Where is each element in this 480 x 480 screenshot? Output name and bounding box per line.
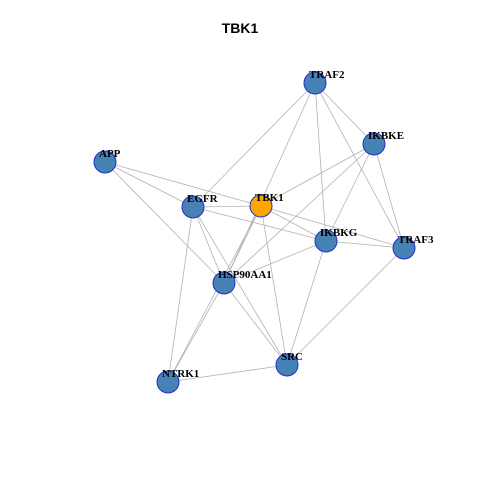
edge-tbk1-hsp90aa1: [223, 205, 262, 284]
edge-ikbkg-traf3: [325, 240, 405, 249]
node-label-ikbke: IKBKE: [368, 130, 404, 142]
edge-traf2-ikbke: [314, 82, 375, 145]
edge-traf3-src: [286, 247, 405, 366]
node-layer: [93, 71, 416, 394]
node-src: [275, 353, 299, 377]
edge-tbk1-ntrk1: [167, 205, 262, 383]
node-app: [93, 150, 117, 174]
edge-app-egfr: [104, 161, 194, 208]
node-tbk1: [249, 194, 273, 218]
node-label-traf3: TRAF3: [398, 234, 434, 246]
edge-ikbke-traf3: [373, 143, 405, 249]
edge-egfr-src: [192, 206, 288, 366]
edge-egfr-ikbkg: [192, 206, 327, 242]
chart-title: TBK1: [221, 20, 259, 36]
node-ikbkg: [314, 229, 338, 253]
node-label-egfr: EGFR: [187, 193, 219, 205]
node-label-tbk1: TBK1: [255, 192, 284, 204]
edge-tbk1-src: [260, 205, 288, 366]
node-traf3: [392, 236, 416, 260]
edge-ikbke-tbk1: [260, 143, 375, 207]
edge-egfr-ntrk1: [167, 206, 194, 383]
node-hsp90aa1: [212, 271, 236, 295]
edge-ikbkg-src: [286, 240, 327, 366]
node-label-traf2: TRAF2: [309, 69, 345, 81]
edge-tbk1-ikbkg: [260, 205, 327, 242]
edge-ikbkg-hsp90aa1: [223, 240, 327, 284]
node-ntrk1: [156, 370, 180, 394]
edge-ikbke-ikbkg: [325, 143, 375, 242]
node-label-ntrk1: NTRK1: [162, 368, 199, 380]
edge-app-tbk1: [104, 161, 262, 207]
edge-traf2-ikbkg: [314, 82, 327, 242]
node-egfr: [181, 195, 205, 219]
edge-app-hsp90aa1: [104, 161, 225, 284]
node-label-hsp90aa1: HSP90AA1: [218, 269, 272, 281]
node-label-ikbkg: IKBKG: [320, 227, 358, 239]
edge-src-ntrk1: [167, 364, 288, 383]
node-label-src: SRC: [281, 351, 303, 363]
edge-traf2-hsp90aa1: [223, 82, 316, 284]
edge-layer: [104, 82, 405, 383]
edge-hsp90aa1-src: [223, 282, 288, 366]
node-label-app: APP: [99, 148, 121, 160]
edge-tbk1-traf3: [260, 205, 405, 249]
edge-egfr-hsp90aa1: [192, 206, 225, 284]
node-ikbke: [362, 132, 386, 156]
edge-traf2-traf3: [314, 82, 405, 249]
edge-ikbke-hsp90aa1: [223, 143, 375, 284]
edge-traf2-egfr: [192, 82, 316, 208]
node-traf2: [303, 71, 327, 95]
edge-hsp90aa1-ntrk1: [167, 282, 225, 383]
